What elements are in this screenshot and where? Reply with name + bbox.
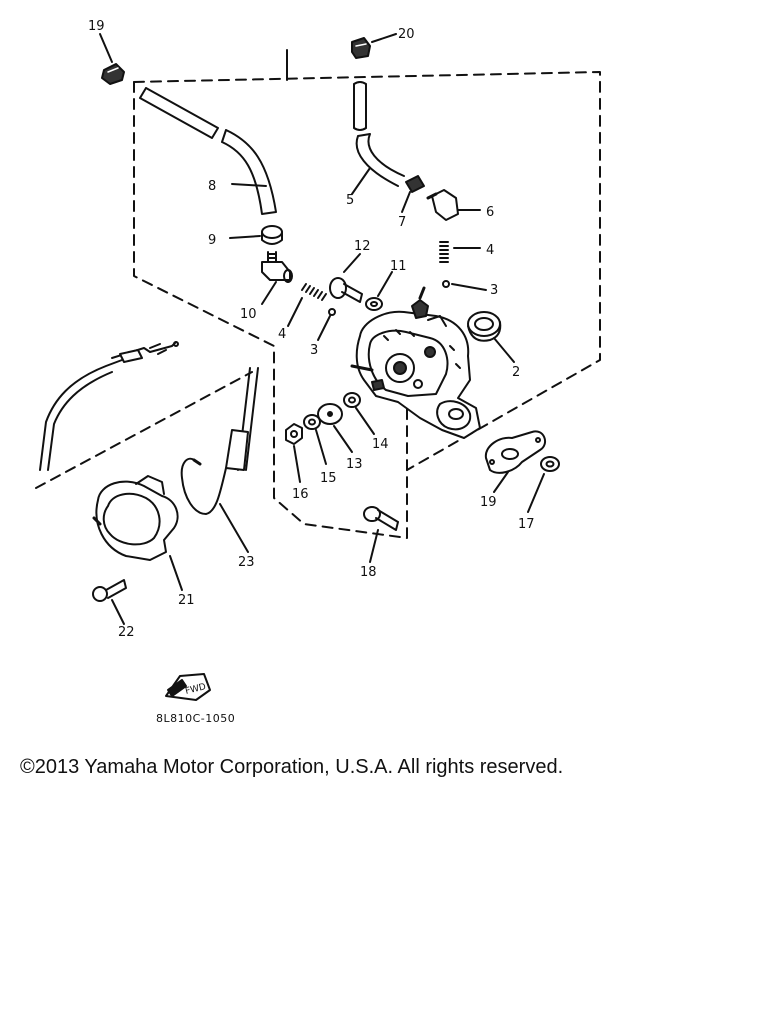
- assembly-boundary: [35, 49, 601, 539]
- part-5-hose: [351, 81, 405, 195]
- callout-20-left: 19: [88, 19, 105, 34]
- callout-8: 8: [208, 179, 216, 194]
- callout-17: 17: [518, 517, 535, 532]
- part-9-clamp: [229, 225, 283, 245]
- part-4-spring-right: [439, 241, 481, 263]
- callout-4-right: 4: [486, 243, 494, 258]
- callout-3-left: 3: [310, 343, 318, 358]
- callout-18: 18: [360, 565, 377, 580]
- part-6-elbow-fitting: [426, 189, 481, 221]
- throttle-cable: [39, 341, 179, 471]
- callout-10: 10: [240, 307, 257, 322]
- part-17-washer: [527, 456, 560, 513]
- part-22-screw: [92, 579, 127, 625]
- callout-20-right: 20: [398, 27, 415, 42]
- part-3-ball-right: [442, 280, 487, 291]
- callout-7: 7: [398, 215, 406, 230]
- callout-12: 12: [354, 239, 371, 254]
- part-3-ball-left: [317, 308, 336, 341]
- callout-14: 14: [372, 437, 389, 452]
- callout-11: 11: [390, 259, 407, 274]
- front-direction-marker: FWD: [165, 673, 211, 701]
- callout-21: 21: [178, 593, 195, 608]
- callout-4-left: 4: [278, 327, 286, 342]
- part-20-nut-left: [99, 33, 125, 85]
- copyright-notice: ©2013 Yamaha Motor Corporation, U.S.A. A…: [20, 756, 564, 778]
- drawing-code: 8L810C-1050: [156, 712, 235, 725]
- part-4-spring-left: [287, 283, 327, 327]
- callout-labels: 19 20 8 9 10 4 3 12 11 5 7 6 4 3 2 14 13…: [88, 19, 535, 725]
- part-7-clamp: [401, 175, 425, 213]
- part-8-hose: [139, 87, 277, 215]
- part-11-washer: [365, 271, 393, 311]
- callout-16: 16: [292, 487, 309, 502]
- callout-2: 2: [512, 365, 520, 380]
- part-18-bolt: [363, 506, 399, 563]
- callout-22: 22: [118, 625, 135, 640]
- part-21-pump-cover: [92, 475, 183, 591]
- part-13-plate: [317, 403, 353, 453]
- part-1-oil-pump-body: [350, 286, 481, 439]
- callout-15: 15: [320, 471, 337, 486]
- callout-23: 23: [238, 555, 255, 570]
- part-19-gasket: [484, 430, 547, 493]
- part-2-oil-seal: [467, 311, 515, 363]
- part-23-pump-cable: [180, 367, 259, 553]
- callout-9: 9: [208, 233, 216, 248]
- callout-13: 13: [346, 457, 363, 472]
- callout-5: 5: [346, 193, 354, 208]
- callout-19: 19: [480, 495, 497, 510]
- part-20-nut-right: [351, 33, 397, 59]
- callout-3-right: 3: [490, 283, 498, 298]
- callout-6: 6: [486, 205, 494, 220]
- exploded-parts-diagram: FWD 19 20 8 9 10 4 3 12 11 5 7 6 4 3 2 1…: [35, 19, 601, 725]
- part-10-elbow-fitting: [261, 251, 293, 305]
- part-16-nut: [285, 423, 303, 483]
- part-15-washer: [303, 414, 327, 465]
- part-12-screw: [329, 253, 363, 303]
- part-14-washer: [343, 392, 375, 435]
- front-marker-text: FWD: [184, 682, 207, 697]
